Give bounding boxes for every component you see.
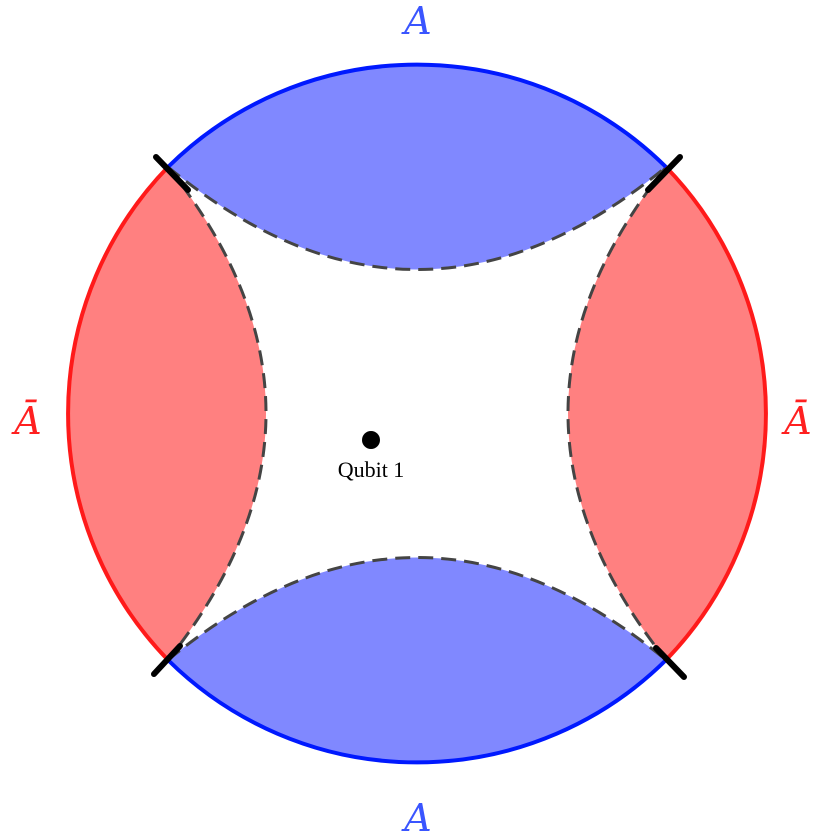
boundary-arc-a-bottom [166,658,668,765]
cut-mark-top-right [645,154,683,193]
label-a-top: A [401,0,431,43]
cut-mark-bottom-left [151,643,183,677]
label-abar-right: Ā [781,399,811,443]
region-a-top-wedge [168,64,666,270]
label-a-bottom: A [401,796,431,838]
boundary-arc-a-top [166,62,668,169]
geodesic-bottom [167,556,667,662]
region-abar-left-wedge [68,167,267,660]
region-a-bottom-wedge [168,557,666,763]
cut-mark-bottom-right [653,645,687,680]
region-abar-right-wedge [568,167,766,660]
label-abar-left: Ā [11,399,41,443]
cut-mark-top-left [153,154,191,193]
boundary-arc-abar-right [664,165,768,662]
boundary-arc-abar-left [66,165,170,662]
geodesic-left [166,166,268,661]
geodesic-top [167,165,667,271]
rt-geodesics [166,165,668,662]
qubit-1-label: Qubit 1 [338,457,405,482]
geodesic-right [566,166,668,661]
qubit-1-dot [362,431,380,449]
region-cut-marks [151,154,687,680]
